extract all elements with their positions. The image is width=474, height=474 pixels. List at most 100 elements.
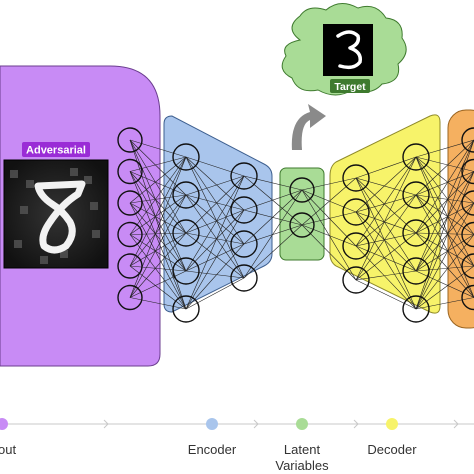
edge-input-encoder1 xyxy=(129,171,187,196)
edge-input-encoder1 xyxy=(129,202,187,310)
node-latent-2 xyxy=(289,212,315,238)
node-decoder1-1 xyxy=(342,164,370,192)
target-label: Target xyxy=(334,81,366,93)
output-panel xyxy=(447,109,474,329)
node-decoder1-3 xyxy=(342,232,370,260)
adversarial-digit-image xyxy=(3,159,109,269)
edge-decoder2-output xyxy=(415,171,474,272)
edge-decoder2-output xyxy=(415,232,474,298)
edge-encoder1-encoder2 xyxy=(185,209,245,272)
latent-block xyxy=(279,167,325,261)
edge-input-encoder1 xyxy=(129,202,187,272)
legend-dot-input xyxy=(0,418,8,430)
legend-dot-decoder xyxy=(386,418,398,430)
node-input-1 xyxy=(117,127,143,153)
edge-input-encoder1 xyxy=(129,194,187,298)
edge-input-encoder1 xyxy=(129,194,187,204)
edge-decoder1-decoder2 xyxy=(355,156,417,281)
edge-decoder2-output xyxy=(415,265,474,272)
edge-encoder2-latent xyxy=(243,209,303,226)
legend-encoder-label: Encoder xyxy=(188,442,237,457)
edge-encoder2-latent xyxy=(243,189,303,279)
edge-input-encoder1 xyxy=(129,202,187,234)
node-output-1 xyxy=(461,127,474,153)
node-output-4 xyxy=(461,221,474,248)
edge-input-encoder1 xyxy=(129,156,187,235)
legend-dot-latent xyxy=(296,418,308,430)
edge-input-encoder1 xyxy=(129,232,187,298)
edge-decoder2-output xyxy=(415,194,474,267)
edge-decoder1-decoder2 xyxy=(355,156,417,247)
node-encoder1-2 xyxy=(172,181,200,209)
edge-encoder1-encoder2 xyxy=(185,270,245,279)
node-encoder2-3 xyxy=(230,230,258,258)
edge-encoder1-encoder2 xyxy=(185,156,245,245)
edge-decoder2-output xyxy=(415,202,474,234)
edge-decoder2-output xyxy=(415,139,474,158)
edge-decoder2-output xyxy=(415,202,474,272)
edge-decoder2-output xyxy=(415,202,474,310)
legend-latent-label-2: Variables xyxy=(275,458,329,473)
edge-latent-decoder1 xyxy=(301,177,357,191)
edge-encoder1-encoder2 xyxy=(185,232,245,245)
edge-decoder1-decoder2 xyxy=(355,194,417,213)
edge-decoder2-output xyxy=(415,139,474,310)
node-decoder2-5 xyxy=(402,295,430,323)
edge-decoder2-output xyxy=(415,234,474,310)
edge-encoder1-encoder2 xyxy=(185,175,245,196)
edge-latent-decoder1 xyxy=(301,189,357,281)
edge-encoder1-encoder2 xyxy=(185,209,245,234)
node-input-2 xyxy=(117,158,143,185)
node-output-5 xyxy=(461,253,474,279)
edge-encoder1-encoder2 xyxy=(185,277,245,310)
edge-encoder1-encoder2 xyxy=(185,175,245,272)
edge-decoder2-output xyxy=(415,194,474,298)
edge-latent-decoder1 xyxy=(301,224,357,247)
edge-input-encoder1 xyxy=(129,297,187,310)
edge-latent-decoder1 xyxy=(301,211,357,226)
node-encoder2-1 xyxy=(230,162,258,190)
node-encoder1-4 xyxy=(172,257,200,285)
legend-chevrons xyxy=(103,419,459,429)
node-input-5 xyxy=(117,253,143,279)
edge-input-encoder1 xyxy=(129,171,187,234)
edge-decoder1-decoder2 xyxy=(355,270,417,281)
edge-decoder1-decoder2 xyxy=(355,245,417,272)
edge-decoder2-output xyxy=(415,156,474,267)
target-digit-stroke xyxy=(336,30,363,70)
edge-decoder2-output xyxy=(415,171,474,196)
node-encoder1-5 xyxy=(172,295,200,323)
edge-decoder1-decoder2 xyxy=(355,194,417,281)
edge-encoder1-encoder2 xyxy=(185,243,245,272)
edge-input-encoder1 xyxy=(129,270,187,298)
node-input-3 xyxy=(117,190,143,216)
edge-decoder2-output xyxy=(415,139,474,234)
legend-latent-label-1: Latent xyxy=(284,442,321,457)
node-decoder1-2 xyxy=(342,198,370,226)
edge-decoder1-decoder2 xyxy=(355,177,417,310)
node-decoder2-2 xyxy=(402,181,430,209)
node-decoder2-1 xyxy=(402,143,430,171)
node-output-3 xyxy=(461,190,474,216)
edge-encoder1-encoder2 xyxy=(185,194,245,279)
edge-encoder1-encoder2 xyxy=(185,175,245,310)
node-output-2 xyxy=(461,158,474,185)
curved-arrow-icon xyxy=(291,104,326,150)
node-decoder2-4 xyxy=(402,257,430,285)
edge-input-encoder1 xyxy=(129,139,187,234)
edge-encoder1-encoder2 xyxy=(185,232,245,279)
edge-input-encoder1 xyxy=(129,265,187,272)
node-encoder1-1 xyxy=(172,143,200,171)
edge-decoder2-output xyxy=(415,232,474,235)
edge-input-encoder1 xyxy=(129,232,187,235)
edge-decoder2-output xyxy=(415,232,474,267)
legend-dot-encoder xyxy=(206,418,218,430)
edge-decoder1-decoder2 xyxy=(355,232,417,247)
edge-decoder1-decoder2 xyxy=(355,211,417,310)
legend-decoder-label: Decoder xyxy=(367,442,417,457)
network-nodes xyxy=(117,127,474,323)
edge-decoder2-output xyxy=(415,194,474,204)
edge-encoder1-encoder2 xyxy=(185,243,245,310)
edge-input-encoder1 xyxy=(129,194,187,267)
